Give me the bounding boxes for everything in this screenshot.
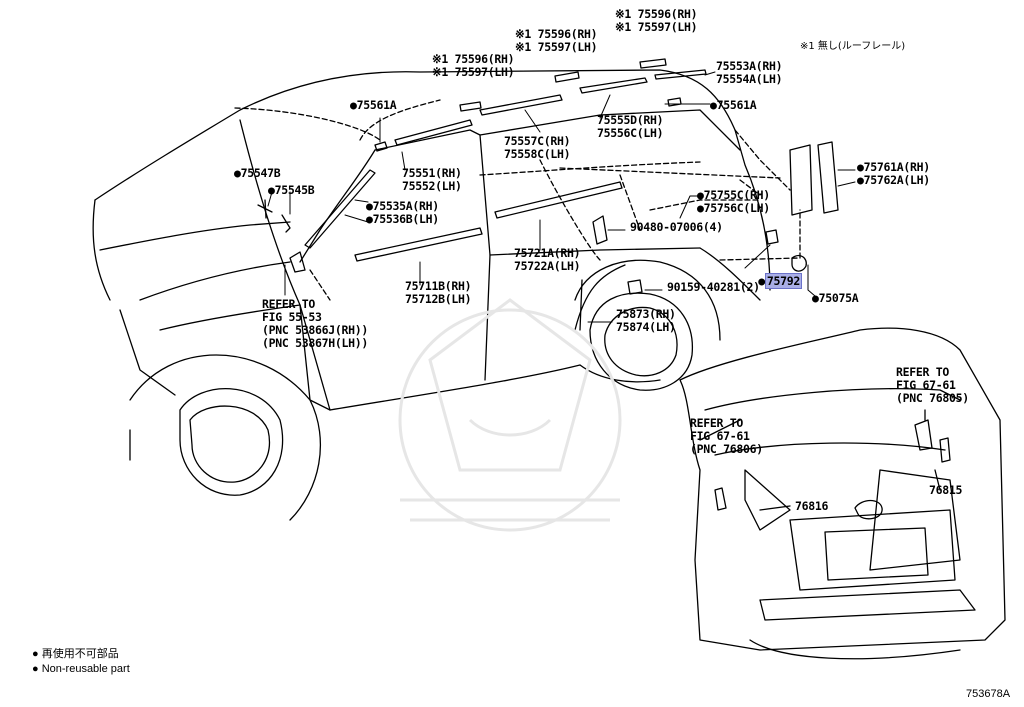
callout-75551: 75551(RH) 75552(LH) [402,166,462,193]
callout-75596-mid: ※1 75596(RH) ※1 75597(LH) [515,27,598,54]
callout-75761a: ●75761A(RH) ●75762A(LH) [857,160,930,187]
callout-refer-fig-55-53: REFER TO FIG 55-53 (PNC 53866J(RH)) (PNC… [262,297,368,350]
callout-75553a: 75553A(RH) 75554A(LH) [716,59,783,86]
clips [257,199,291,233]
figure-code: 753678A [966,688,1011,700]
hidden-body-lines [234,99,801,301]
legend-en: ● Non-reusable part [32,663,130,675]
leader-lines [267,71,856,323]
callout-90480: 90480-07006(4) [630,220,723,234]
callout-75547b: ●75547B [234,166,281,180]
callout-75561a-right: ●75561A [710,98,757,112]
callout-75075a: ●75075A [812,291,859,305]
note-roof-rail: ※1 無し(ルーフレール) [800,41,906,52]
callout-refer-fig-67-61-76806: REFER TO FIG 67-61 (PNC 76806) [690,416,763,456]
callout-76816: 76816 [795,499,829,513]
legend-jp: ● 再使用不可部品 [32,648,119,660]
callout-75535a: ●75535A(RH) ●75536B(LH) [366,199,439,226]
callout-75755c: ●75755C(RH) ●75756C(LH) [697,188,770,215]
watermark-emblem [398,298,622,532]
callout-75711b: 75711B(RH) 75712B(LH) [405,279,472,306]
callout-75596-upper: ※1 75596(RH) ※1 75597(LH) [615,7,698,34]
callout-75545b: ●75545B [268,183,315,197]
rear-view-inset [679,327,1006,660]
callout-90159: 90159-40281(2) [667,280,760,294]
callout-75873: 75873(RH) 75874(LH) [616,307,676,334]
callout-75596-left: ※1 75596(RH) ※1 75597(LH) [432,52,515,79]
highlighted-part-number[interactable]: 75792 [764,273,802,289]
callout-75792-highlighted[interactable]: ●75792 [745,262,802,289]
non-reusable-dot: ● [758,274,765,288]
callout-refer-fig-67-61-76805: REFER TO FIG 67-61 (PNC 76805) [896,365,969,405]
callout-75557c: 75557C(RH) 75558C(LH) [504,134,571,161]
callout-75561a-left: ●75561A [350,98,397,112]
callout-75555d: 75555D(RH) 75556C(LH) [597,113,664,140]
callout-75721a: 75721A(RH) 75722A(LH) [514,246,581,273]
callout-76815: 76815 [929,483,963,497]
side-moldings [289,141,839,331]
